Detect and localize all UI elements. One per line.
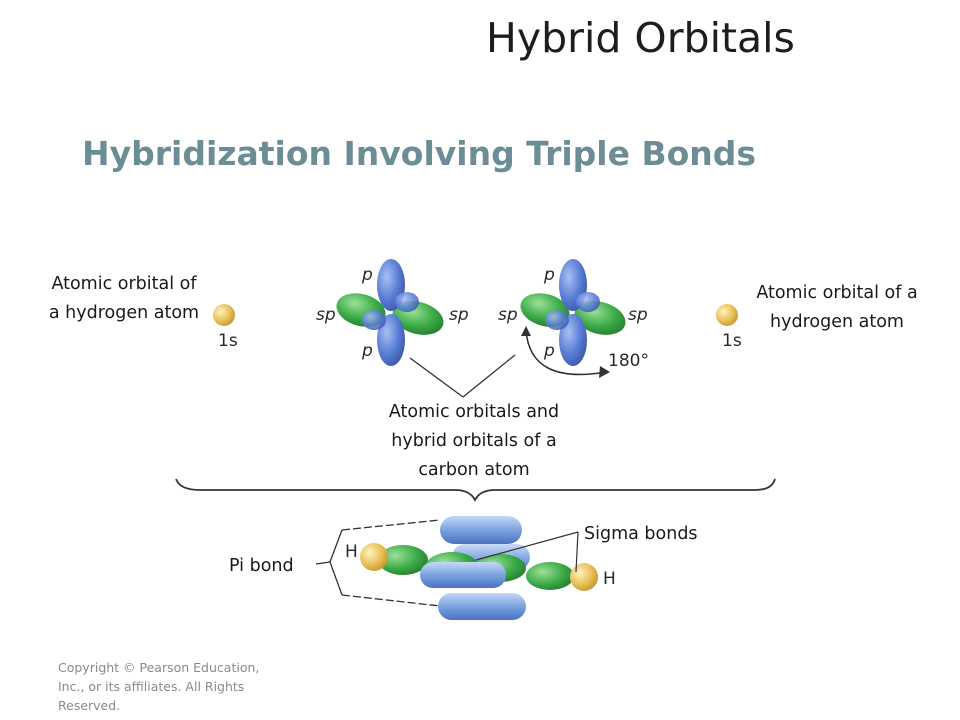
grouping-bracket [175,478,776,503]
hydrogen-atom-left [360,543,388,571]
angle-label: 180° [608,351,649,371]
label-sigma-bonds: Sigma bonds [584,524,698,544]
slide-subtitle: Hybridization Involving Triple Bonds [82,134,757,173]
pi-bracket-tick [315,561,331,565]
pi-bracket [329,529,343,596]
orbital-label-sp-right-inner: sp [628,305,648,325]
rotation-arrowhead-up [521,326,531,336]
slide-title: Hybrid Orbitals [486,14,795,62]
pi-lobe-mid-front [420,562,506,588]
carbon-orbitals-right [520,259,626,366]
orbital-label-sp-left-outer: sp [316,305,336,325]
rotation-arrowhead-right [599,366,610,378]
label-hydrogen-left: Atomic orbital of a hydrogen atom [48,274,200,323]
label-pi-bond: Pi bond [229,556,294,576]
orbital-label-1s-left: 1s [218,331,238,351]
pi-lobe-top [440,516,522,544]
hydrogen-s-orbital-right [716,304,738,326]
sp-lobe-left [378,545,428,575]
orbital-label-sp-right-outer: sp [498,305,518,325]
h-label-right: H [603,569,616,589]
orbital-label-p-bottom-left: p [361,341,373,361]
sigma-pointer-1 [475,531,579,561]
sp-lobe-right [526,562,574,590]
label-hydrogen-right: Atomic orbital of a hydrogen atom [756,283,918,332]
orbital-label-sp-left-inner: sp [449,305,469,325]
pointer-line-right [462,354,516,398]
orbital-label-p-top-right: p [543,265,555,285]
hydrogen-s-orbital-left [213,304,235,326]
h-label-left: H [345,542,358,562]
pointer-line-left [409,357,464,398]
pi-pointer-bottom [341,594,441,607]
sigma-pointer-2 [575,531,579,573]
orbital-label-1s-right: 1s [722,331,742,351]
label-carbon-orbitals: Atomic orbitals and hybrid orbitals of a… [388,402,560,480]
title-area: Hybrid Orbitals [0,0,960,80]
orbital-label-p-bottom-right: p [543,341,555,361]
orbital-label-p-top-left: p [361,265,373,285]
pi-lobe-bottom [438,593,526,620]
carbon-orbitals-left [336,259,444,366]
copyright-notice: Copyright © Pearson Education, Inc., or … [58,660,260,713]
hydrogen-atom-right [570,563,598,591]
rotation-arrow [525,329,607,376]
pi-pointer-top [341,519,441,531]
